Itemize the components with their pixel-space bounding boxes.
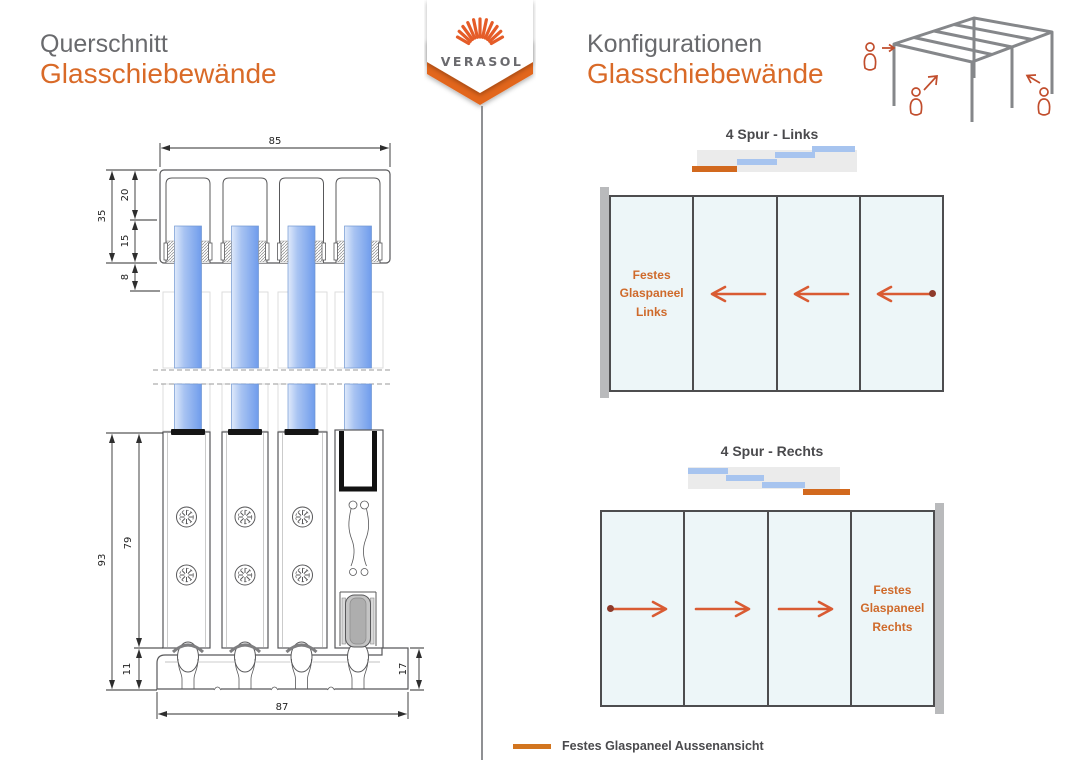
track-bar-fixed xyxy=(803,489,850,495)
track-schematic-links xyxy=(690,146,858,173)
wall-post xyxy=(935,503,944,714)
dim-track-right: 17 xyxy=(398,663,409,676)
slide-right-arrow-icon xyxy=(694,600,751,617)
sliding-glass-panel xyxy=(775,195,861,392)
right-title: Glasschiebewände xyxy=(587,58,824,89)
handle-dot xyxy=(607,605,614,612)
glazing-u-channel xyxy=(339,431,377,492)
profile-inner-detail xyxy=(348,500,370,576)
track-schematic-bg xyxy=(697,150,857,172)
legend: Festes Glaspaneel Aussenansicht xyxy=(513,739,764,753)
track-rollers xyxy=(177,641,369,673)
dim-rail-width: 85 xyxy=(269,136,282,147)
fixed-glass-panel: Festes Glaspaneel Rechts xyxy=(849,510,935,707)
roller-saddles xyxy=(171,643,318,654)
dimension-lines xyxy=(106,143,424,719)
elevation-rechts: Festes Glaspaneel Rechts xyxy=(600,503,944,714)
fixed-panel-label: Festes Glaspaneel Links xyxy=(619,267,684,319)
sunburst-icon xyxy=(455,17,505,46)
person-icon xyxy=(909,75,938,116)
config-title-links: 4 Spur - Links xyxy=(725,126,819,142)
dim-section-total: 93 xyxy=(97,554,108,567)
track-bar-sliding xyxy=(762,482,805,488)
roller-carriage xyxy=(339,591,377,648)
sliding-glass-panel xyxy=(683,510,769,707)
dim-rail-height-total: 35 xyxy=(97,210,108,223)
track-bar-sliding xyxy=(775,152,815,158)
verasol-badge-icon: VERASOL xyxy=(427,0,533,105)
left-subtitle: Querschnitt xyxy=(40,30,168,58)
right-subtitle: Konfigurationen xyxy=(587,30,763,58)
people-icons xyxy=(863,42,1051,116)
badge-shield xyxy=(427,0,533,93)
legend-label: Festes Glaspaneel Aussenansicht xyxy=(562,739,764,753)
handle-dot xyxy=(929,290,936,297)
glazing-seal-caps xyxy=(171,429,319,435)
left-title: Glasschiebewände xyxy=(40,58,277,89)
config-title-rechts: 4 Spur - Rechts xyxy=(720,443,824,459)
wall-post xyxy=(600,187,609,398)
slide-right-arrow-icon xyxy=(777,600,834,617)
elevation-links: Festes Glaspaneel Links xyxy=(600,187,944,398)
dim-track-width: 87 xyxy=(276,702,289,713)
person-icon xyxy=(1025,74,1051,116)
dim-track-left: 11 xyxy=(122,663,133,676)
fixed-panel-label: Festes Glaspaneel Rechts xyxy=(860,582,925,634)
break-lines xyxy=(153,369,392,385)
track-bar-sliding xyxy=(812,146,855,152)
slide-right-arrow-icon xyxy=(611,600,667,617)
brand-name: VERASOL xyxy=(441,54,524,69)
track-bar-sliding xyxy=(688,468,728,474)
slide-left-arrow-icon xyxy=(793,285,850,302)
sliding-glass-panel xyxy=(858,195,944,392)
slide-left-arrow-icon xyxy=(877,285,933,302)
vertical-divider xyxy=(481,106,483,760)
track-bar-fixed xyxy=(692,166,737,172)
sliding-glass-panel xyxy=(600,510,686,707)
left-title-block: Querschnitt Glasschiebewände xyxy=(40,30,277,89)
sliding-glass-panel xyxy=(766,510,852,707)
dimension-labels: 85 35 20 15 8 93 79 11 87 17 xyxy=(97,136,409,713)
glass-panels-upper xyxy=(174,225,372,369)
bottom-track xyxy=(156,641,409,692)
verasol-badge: VERASOL xyxy=(424,0,536,122)
dim-clearance: 8 xyxy=(120,274,131,280)
pergola-frame xyxy=(892,16,1054,122)
track-bar-sliding xyxy=(737,159,777,165)
sliding-glass-panel xyxy=(692,195,778,392)
track-schematic-rechts xyxy=(688,462,853,495)
track-bottom-notches xyxy=(213,686,335,692)
fixed-glass-panel: Festes Glaspaneel Links xyxy=(609,195,695,392)
person-icon xyxy=(863,42,896,71)
legend-fixed-panel-swatch xyxy=(513,743,551,749)
track-bar-sliding xyxy=(726,475,764,481)
pergola-illustration xyxy=(863,16,1054,122)
cross-section-drawing: 85 35 20 15 8 93 79 11 87 17 xyxy=(97,136,424,719)
brush-seals xyxy=(163,240,383,263)
dim-rail-height-upper: 20 xyxy=(120,189,131,202)
right-title-block: Konfigurationen Glasschiebewände xyxy=(587,30,824,89)
slide-left-arrow-icon xyxy=(710,285,767,302)
dim-rail-height-lower: 15 xyxy=(120,235,131,248)
dim-section-inner: 79 xyxy=(123,537,134,550)
